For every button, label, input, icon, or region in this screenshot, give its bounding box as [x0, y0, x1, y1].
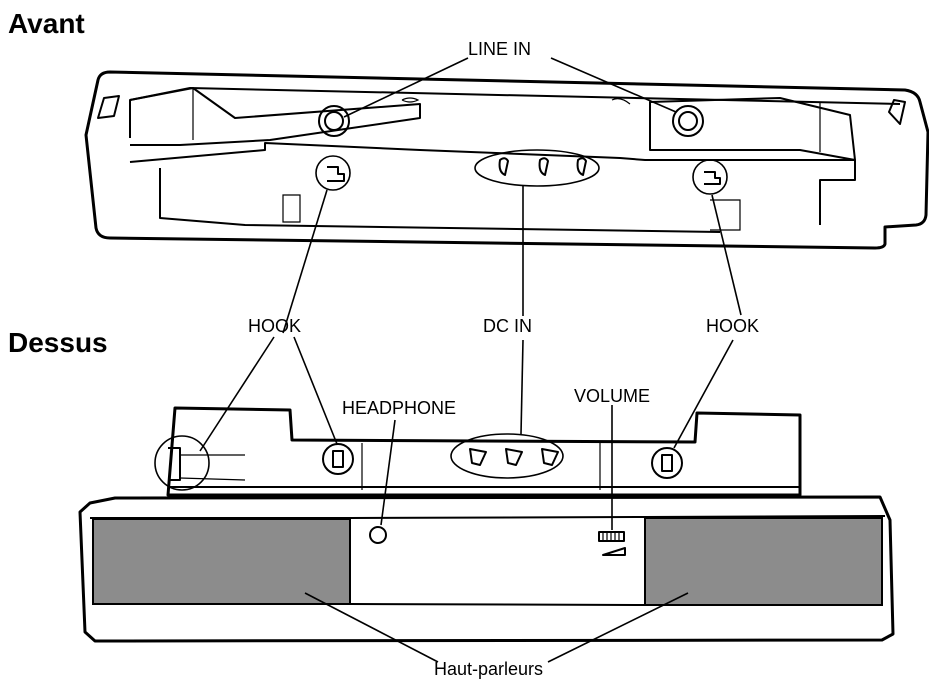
right-speaker-grille: [644, 517, 883, 606]
label-hook-left: HOOK: [248, 316, 301, 336]
label-volume: VOLUME: [574, 386, 650, 406]
label-dc-in: DC IN: [483, 316, 532, 336]
top-view-device: [78, 406, 895, 643]
top-view-heading: Dessus: [8, 327, 108, 358]
leader-lines: [199, 57, 742, 663]
label-line-in: LINE IN: [468, 39, 531, 59]
label-speakers: Haut-parleurs: [434, 659, 543, 679]
left-speaker-grille: [92, 518, 351, 605]
headphone-jack: [369, 526, 387, 544]
label-hook-right: HOOK: [706, 316, 759, 336]
front-view-heading: Avant: [8, 8, 85, 39]
front-view-device: [84, 70, 929, 250]
label-headphone: HEADPHONE: [342, 398, 456, 418]
